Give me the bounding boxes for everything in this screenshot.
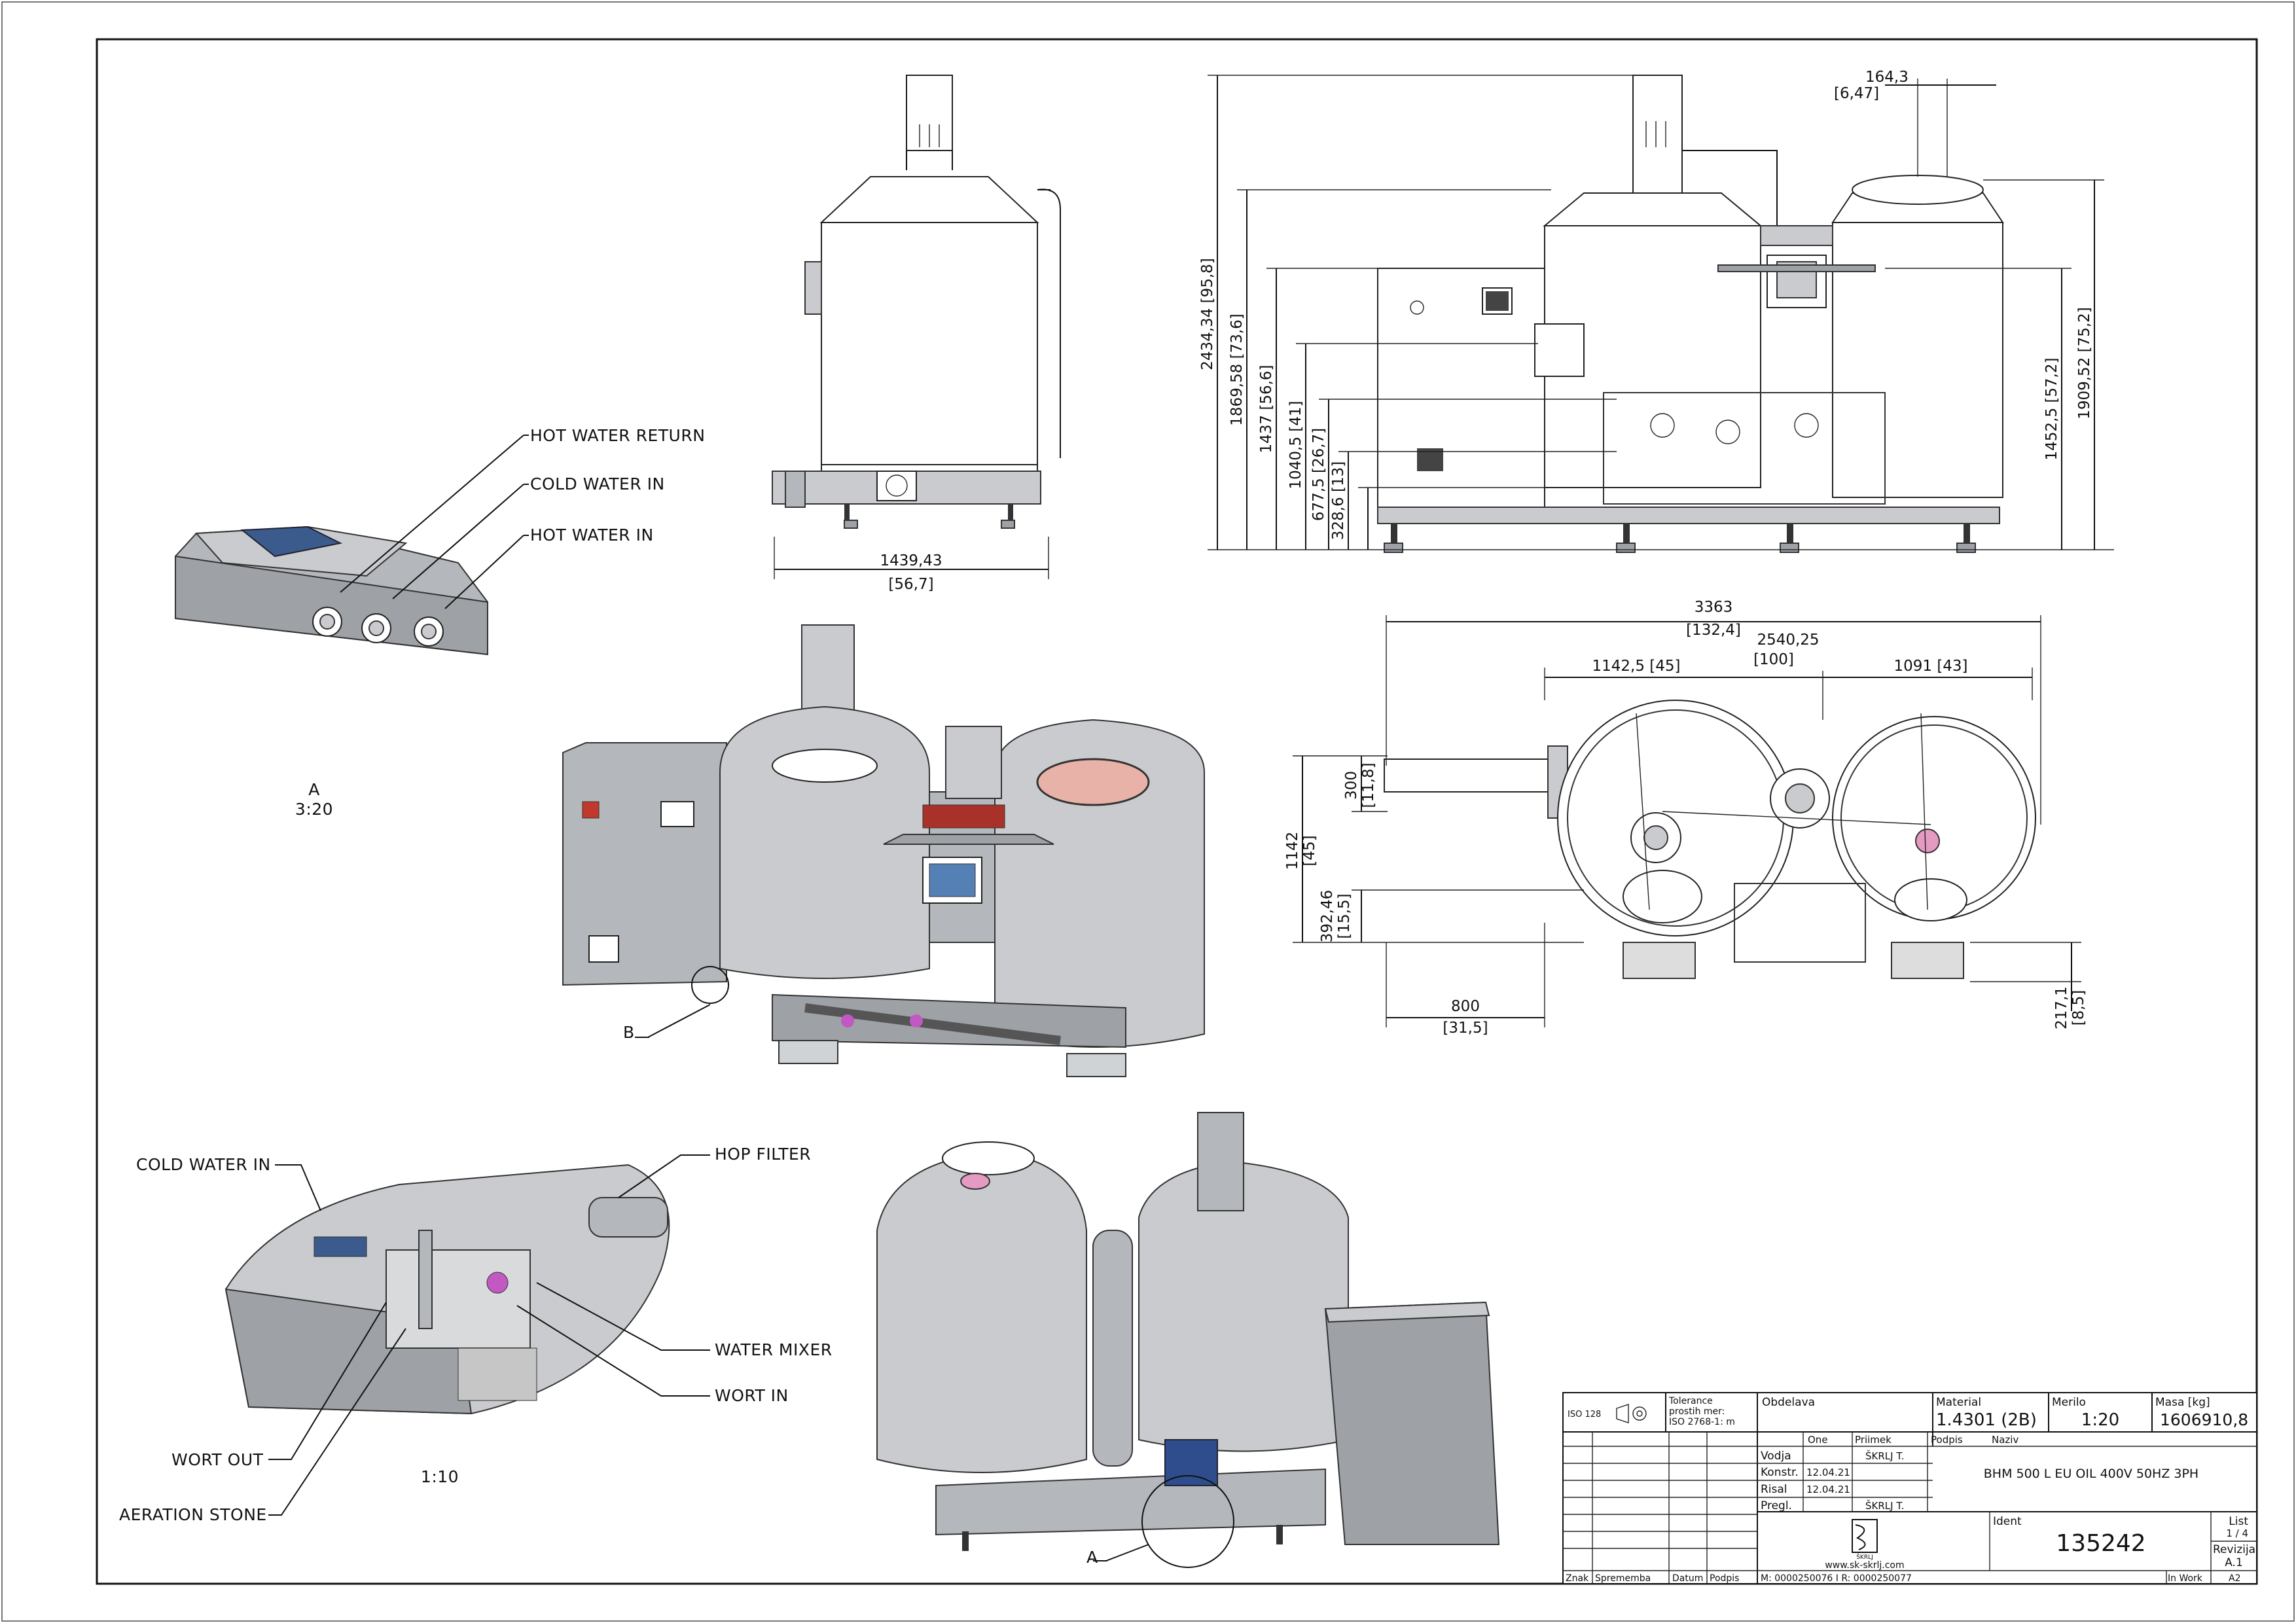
tb-revizija-label: Revizija bbox=[2213, 1543, 2255, 1556]
dim-side-width: 1439,43 bbox=[880, 552, 942, 569]
callout-hot-water-in: HOT WATER IN bbox=[530, 526, 654, 544]
dim-plan-mid: 2540,25 bbox=[1757, 632, 1819, 649]
tb-row-vodja-name: ŠKRLJ T. bbox=[1865, 1450, 1904, 1462]
dim-h1: 2434,34 [95,8] bbox=[1199, 258, 1216, 370]
plan-view bbox=[1384, 700, 2036, 979]
dim-h5: 677,5 [26,7] bbox=[1310, 428, 1327, 521]
dim-plan-right: 1091 [43] bbox=[1893, 658, 1967, 675]
tb-row-pregl-name: ŠKRLJ T. bbox=[1865, 1499, 1904, 1512]
tb-col-podpis: Podpis bbox=[1931, 1434, 1963, 1446]
dim-plan-300-in: [11,8] bbox=[1360, 762, 1377, 808]
dim-h4: 1040,5 [41] bbox=[1287, 401, 1304, 489]
tb-bottom-status: In Work bbox=[2168, 1573, 2203, 1584]
tb-bottom-datum: Datum bbox=[1672, 1573, 1703, 1584]
callout-cold-water-in: COLD WATER IN bbox=[530, 474, 665, 493]
iso-view-rear bbox=[876, 1112, 1500, 1568]
tb-ident-value: 135242 bbox=[2056, 1530, 2145, 1557]
dim-plan-217: 217,1 bbox=[2053, 986, 2070, 1029]
dim-side-width-in: [56,7] bbox=[888, 576, 933, 593]
dim-plan-392: 392,46 bbox=[1319, 890, 1336, 942]
tb-ident-label: Ident bbox=[1993, 1515, 2022, 1528]
tb-naziv-value: BHM 500 L EU OIL 400V 50HZ 3PH bbox=[1984, 1467, 2198, 1481]
callout-water-mixer: WATER MIXER bbox=[715, 1340, 833, 1359]
dim-h6: 328,6 [13] bbox=[1330, 461, 1347, 540]
callout-detail-cold-water-in: COLD WATER IN bbox=[136, 1155, 271, 1174]
tb-merilo-value: 1:20 bbox=[2081, 1410, 2119, 1430]
callout-aeration-stone: AERATION STONE bbox=[119, 1505, 267, 1524]
front-left-dimensions bbox=[1208, 75, 2114, 550]
dim-plan-total-in: [132,4] bbox=[1686, 622, 1741, 639]
tb-revizija-value: A.1 bbox=[2225, 1556, 2243, 1569]
front-view bbox=[1377, 75, 2004, 553]
tb-material-value: 1.4301 (2B) bbox=[1936, 1410, 2037, 1430]
dim-h3: 1437 [56,6] bbox=[1258, 365, 1275, 453]
detail-scale-1-10: 1:10 bbox=[421, 1467, 459, 1486]
dim-front-top: 164,3 bbox=[1865, 69, 1909, 86]
dim-plan-300: 300 bbox=[1343, 771, 1360, 800]
company-logo bbox=[1852, 1519, 1878, 1553]
tb-tolerance-2: prostih mer: bbox=[1669, 1406, 1725, 1417]
tb-row-pregl: Pregl. bbox=[1761, 1499, 1792, 1512]
tb-website: www.sk-skrlj.com bbox=[1825, 1560, 1904, 1571]
tb-bottom-m: M: 0000250076 I R: 0000250077 bbox=[1761, 1573, 1912, 1584]
tb-material-label: Material bbox=[1936, 1396, 1981, 1409]
callout-hop-filter: HOP FILTER bbox=[715, 1145, 811, 1164]
tb-iso: ISO 128 bbox=[1568, 1410, 1601, 1419]
dim-plan-total: 3363 bbox=[1695, 599, 1733, 616]
view-label-a: A bbox=[1086, 1548, 1098, 1567]
detail-view-piping bbox=[224, 1164, 670, 1415]
tb-tolerance-3: ISO 2768-1: m bbox=[1669, 1417, 1735, 1427]
dim-plan-1142: 1142 bbox=[1284, 832, 1301, 870]
tb-masa-label: Masa [kg] bbox=[2155, 1396, 2210, 1409]
detail-b-label: B bbox=[623, 1023, 635, 1042]
drawing-frame bbox=[96, 38, 2258, 1585]
tb-col-priimek: Priimek bbox=[1855, 1434, 1892, 1446]
callout-hot-water-return: HOT WATER RETURN bbox=[530, 426, 705, 445]
title-block bbox=[1562, 1392, 2257, 1584]
dim-plan-1142-in: [45] bbox=[1301, 835, 1318, 866]
callout-wort-out: WORT OUT bbox=[171, 1450, 264, 1469]
tb-obdelava-label: Obdelava bbox=[1762, 1396, 1815, 1409]
dim-plan-217-in: [8,5] bbox=[2070, 990, 2087, 1026]
dim-plan-800-in: [31,5] bbox=[1443, 1020, 1488, 1037]
tb-bottom-znak: Znak bbox=[1566, 1573, 1589, 1584]
dim-h2: 1869,58 [73,6] bbox=[1229, 313, 1246, 426]
tb-bottom-sprememba: Sprememba bbox=[1595, 1573, 1651, 1584]
tb-logo-text: ŠKRLJ bbox=[1856, 1553, 1873, 1561]
detail-a-scale: 3:20 bbox=[295, 800, 333, 819]
tb-col-one: One bbox=[1808, 1434, 1828, 1446]
tb-row-vodja: Vodja bbox=[1761, 1450, 1791, 1463]
dim-r2: 1909,52 [75,2] bbox=[2076, 307, 2093, 419]
tb-masa-value: 1606910,8 bbox=[2160, 1410, 2248, 1429]
dim-front-top-in: [6,47] bbox=[1834, 85, 1879, 102]
dim-plan-800: 800 bbox=[1451, 998, 1480, 1015]
tb-naziv-label: Naziv bbox=[1992, 1434, 2018, 1446]
tb-list-value: 1 / 4 bbox=[2226, 1527, 2248, 1539]
tb-list-label: List bbox=[2229, 1515, 2248, 1528]
dim-plan-mid-in: [100] bbox=[1753, 651, 1794, 668]
tb-row-risal-date: 12.04.21 bbox=[1806, 1484, 1850, 1495]
tb-tolerance-1: Tolerance bbox=[1668, 1396, 1713, 1406]
tb-row-risal: Risal bbox=[1761, 1483, 1787, 1496]
tb-merilo-label: Merilo bbox=[2052, 1396, 2086, 1409]
tb-bottom-podpis: Podpis bbox=[1710, 1573, 1739, 1584]
dim-plan-left: 1142,5 [45] bbox=[1592, 658, 1680, 675]
iso-view-front bbox=[562, 624, 1205, 1077]
section-view-water-connections bbox=[175, 435, 529, 656]
callout-wort-in: WORT IN bbox=[715, 1386, 789, 1405]
side-view bbox=[772, 75, 1061, 529]
dim-plan-392-in: [15,5] bbox=[1336, 893, 1353, 938]
detail-a-label: A bbox=[308, 780, 320, 799]
dim-r1: 1452,5 [57,2] bbox=[2043, 358, 2060, 461]
tb-bottom-format: A2 bbox=[2229, 1573, 2240, 1584]
tb-row-konstr: Konstr. bbox=[1761, 1466, 1799, 1479]
tb-row-konstr-date: 12.04.21 bbox=[1806, 1467, 1850, 1478]
